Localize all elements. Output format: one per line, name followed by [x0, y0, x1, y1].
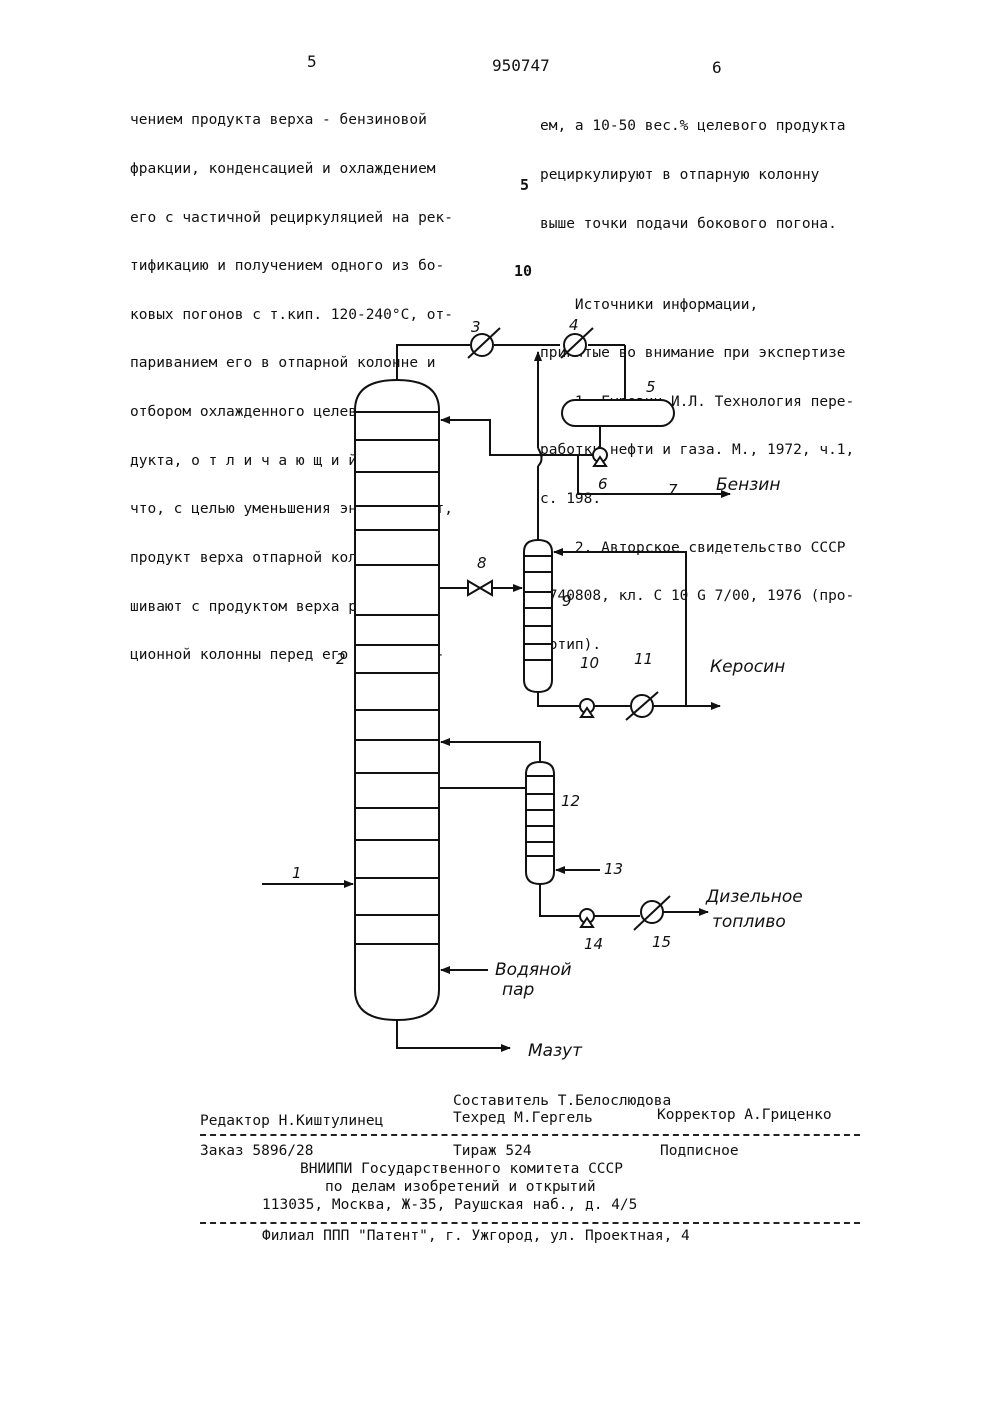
- ref-4: 4: [569, 316, 579, 334]
- label-mazut: Мазут: [528, 1041, 583, 1061]
- circulation: Тираж 524: [453, 1143, 532, 1159]
- ref-1: 1: [292, 864, 302, 882]
- ref-14: 14: [584, 935, 603, 953]
- branch-address: Филиал ППП "Патент", г. Ужгород, ул. Про…: [262, 1228, 690, 1244]
- techred: Техред М.Гергель: [453, 1110, 593, 1126]
- ref-8: 8: [477, 554, 487, 572]
- corrector: Корректор А.Гриценко: [657, 1107, 832, 1123]
- ref-15: 15: [652, 933, 671, 951]
- label-benzin: Бензин: [716, 475, 780, 495]
- ref-9: 9: [562, 592, 572, 610]
- rectification-column: [355, 380, 439, 1020]
- ref-6: 6: [598, 475, 608, 493]
- label-steam-1: Водяной: [495, 960, 572, 980]
- ref-5: 5: [646, 378, 656, 396]
- organization-address: 113035, Москва, Ж-35, Раушская наб., д. …: [262, 1197, 637, 1213]
- subscription: Подписное: [660, 1143, 739, 1159]
- ref-2: 2: [336, 650, 346, 668]
- label-steam-2: пар: [502, 980, 535, 1000]
- ref-3: 3: [471, 318, 481, 336]
- ref-10: 10: [580, 654, 599, 672]
- label-kerosin: Керосин: [710, 657, 785, 677]
- ref-12: 12: [561, 792, 580, 810]
- editor: Редактор Н.Киштулинец: [200, 1113, 383, 1129]
- order-number: Заказ 5896/28: [200, 1143, 314, 1159]
- ref-7: 7: [668, 481, 678, 499]
- label-diesel-2: топливо: [712, 912, 786, 932]
- organization-line-1: ВНИИПИ Государственного комитета СССР: [300, 1161, 623, 1177]
- label-diesel-1: Дизельное: [705, 887, 803, 907]
- ref-13: 13: [604, 860, 623, 878]
- compiler: Составитель Т.Белослюдова: [453, 1093, 671, 1109]
- separator-dashed-2: [200, 1222, 860, 1224]
- separator-dashed-1: [200, 1134, 860, 1136]
- organization-line-2: по делам изобретений и открытий: [325, 1179, 596, 1195]
- ref-11: 11: [634, 650, 653, 668]
